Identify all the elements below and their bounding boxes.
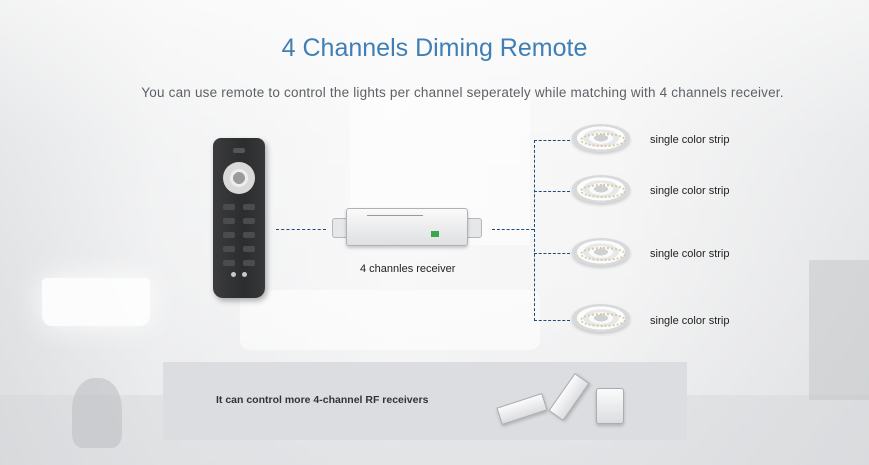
connector-line [534,140,570,141]
remote-dimming-wheel [223,162,255,194]
remote-indicator-dot [231,272,236,277]
remote-button-row [221,218,257,225]
receiver-image [332,208,482,246]
background-wall-art [809,260,869,400]
remote-button-row [221,204,257,211]
remote-indicator-dot [242,272,247,277]
led-strip-reel-image [572,304,630,332]
lamp-base [72,378,122,448]
receiver-label: 4 channles receiver [360,263,456,275]
din-rail-receiver-thumbnail [596,388,624,424]
remote-button-row [221,246,257,253]
led-strip-reel-image [572,238,630,266]
remote-button-row [221,232,257,239]
strip-label: single color strip [650,248,730,260]
info-panel-text: It can control more 4-channel RF receive… [216,394,429,406]
connector-line [276,229,326,230]
strip-label: single color strip [650,185,730,197]
connector-line [534,320,570,321]
strip-label: single color strip [650,134,730,146]
remote-control-image [213,138,265,298]
page-subtitle: You can use remote to control the lights… [141,85,784,100]
connector-line [534,253,570,254]
background-sofa [240,290,540,350]
connector-line [534,140,535,321]
strip-label: single color strip [650,315,730,327]
led-strip-reel-image [572,175,630,203]
connector-line [534,191,570,192]
remote-button-row [221,260,257,267]
remote-top-button [233,148,245,153]
page-title: 4 Channels Diming Remote [281,34,588,62]
led-strip-reel-image [572,124,630,152]
lamp-shade [42,278,150,326]
connector-line [492,229,534,230]
